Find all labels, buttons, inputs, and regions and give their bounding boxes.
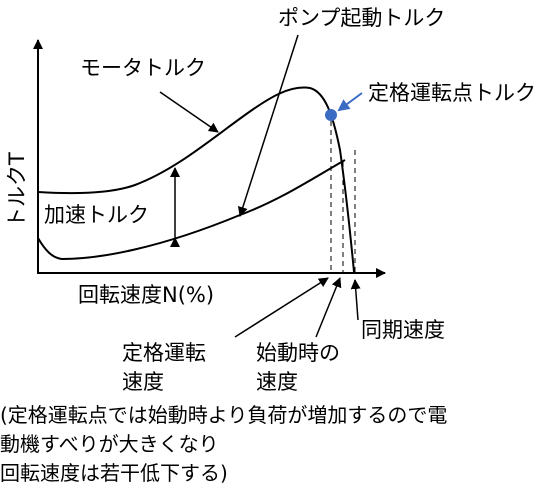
sync-speed-pointer [350, 279, 361, 321]
pump-torque-label: ポンプ起動トルク [278, 6, 445, 30]
sync-speed-label: 同期速度 [361, 318, 445, 342]
note-line-3: 回転速度は若干低下する) [0, 461, 228, 485]
rated-point-marker [325, 109, 337, 121]
start-speed-pointer [315, 277, 342, 338]
motor-torque-pointer [159, 91, 219, 133]
rated-speed-label-line1: 定格運転 [122, 341, 206, 365]
rated-speed-pointer [234, 277, 329, 338]
x-axis-label: 回転速度N(%) [78, 283, 214, 307]
start-speed-label-line1: 始動時の [256, 341, 340, 365]
note-line-1: (定格運転点では始動時より負荷が増加するので電 [0, 403, 448, 427]
pump-torque-pointer [237, 34, 299, 217]
torque-speed-diagram: ポンプ起動トルク モータトルク 定格運転点トルク トルクT 加速トルク 回転速度… [5, 6, 536, 394]
accel-torque-label: 加速トルク [44, 203, 149, 227]
motor-torque-curve [37, 86, 355, 273]
motor-torque-label: モータトルク [80, 56, 206, 80]
pump-torque-curve [37, 159, 346, 261]
rated-point-label: 定格運転点トルク [368, 81, 536, 105]
rated-point-pointer [337, 92, 363, 112]
start-speed-label-line2: 速度 [256, 370, 298, 394]
y-axis-label: トルクT [5, 152, 29, 228]
rated-speed-label-line2: 速度 [122, 370, 164, 394]
note-line-2: 動機すべりが大きくなり [0, 432, 219, 456]
